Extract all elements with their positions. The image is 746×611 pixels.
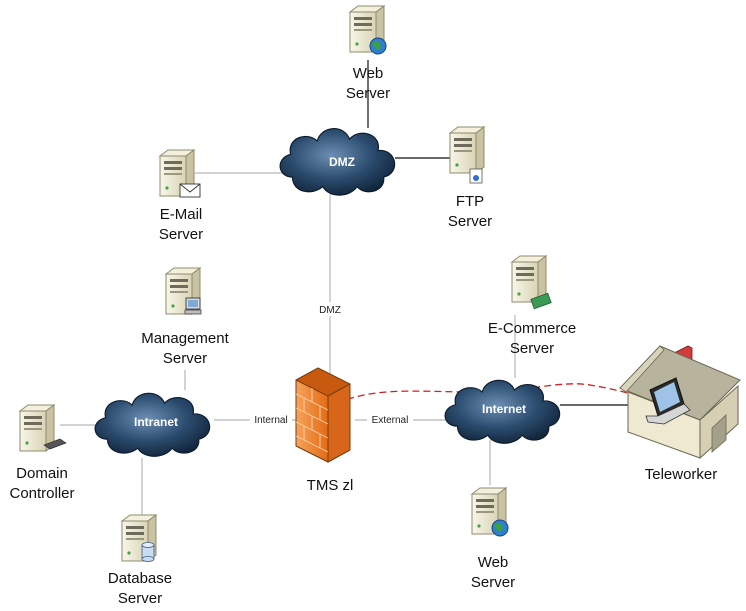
firewall-label: TMS zl bbox=[307, 477, 354, 494]
ftp-server[interactable] bbox=[449, 126, 485, 184]
cloud-dmz-label: DMZ bbox=[329, 155, 355, 169]
teleworker-label: Teleworker bbox=[645, 466, 718, 483]
database-server-label-line1: Database bbox=[108, 570, 172, 587]
email-server-label-line1: E-Mail bbox=[160, 206, 203, 223]
computer-icon bbox=[184, 297, 202, 315]
cloud-internet-label: Internet bbox=[482, 402, 526, 416]
keyboard-icon bbox=[43, 438, 67, 450]
globe-icon bbox=[491, 519, 509, 537]
web-server-bottom[interactable] bbox=[471, 487, 509, 537]
database-server[interactable] bbox=[121, 514, 157, 562]
teleworker-house-icon[interactable] bbox=[619, 345, 741, 460]
domain-controller-label-line2: Controller bbox=[9, 485, 74, 502]
management-server-label-line2: Server bbox=[163, 350, 207, 367]
database-icon bbox=[141, 542, 155, 562]
web-server-bottom-label-line2: Server bbox=[471, 574, 515, 591]
ecommerce-server-label-line2: Server bbox=[510, 340, 554, 357]
domain-controller-label-line1: Domain bbox=[16, 465, 68, 482]
database-server-label-line2: Server bbox=[118, 590, 162, 607]
management-server[interactable] bbox=[165, 267, 202, 315]
document-icon bbox=[469, 168, 483, 184]
email-server[interactable] bbox=[159, 149, 201, 198]
web-server-top-label-line1: Web bbox=[353, 65, 384, 82]
globe-icon bbox=[369, 37, 387, 55]
email-server-label-line2: Server bbox=[159, 226, 203, 243]
ftp-server-label-line2: Server bbox=[448, 213, 492, 230]
ecommerce-server-label-line1: E-Commerce bbox=[488, 320, 576, 337]
ftp-server-label-line1: FTP bbox=[456, 193, 484, 210]
money-icon bbox=[530, 292, 552, 310]
web-server-bottom-label-line1: Web bbox=[478, 554, 509, 571]
link-label-dmz: DMZ bbox=[319, 305, 341, 316]
web-server-top[interactable] bbox=[349, 5, 387, 55]
link-label-external: External bbox=[372, 415, 409, 426]
management-server-label-line1: Management bbox=[141, 330, 229, 347]
web-server-top-label-line2: Server bbox=[346, 85, 390, 102]
laptop-icon bbox=[645, 377, 691, 425]
envelope-icon bbox=[179, 183, 201, 198]
vpn-tunnel-line bbox=[327, 383, 663, 411]
cloud-intranet-label: Intranet bbox=[134, 415, 178, 429]
domain-controller[interactable] bbox=[19, 404, 67, 452]
link-label-internal: Internal bbox=[254, 415, 287, 426]
firewall-icon[interactable] bbox=[295, 367, 351, 463]
ecommerce-server[interactable] bbox=[511, 255, 552, 310]
